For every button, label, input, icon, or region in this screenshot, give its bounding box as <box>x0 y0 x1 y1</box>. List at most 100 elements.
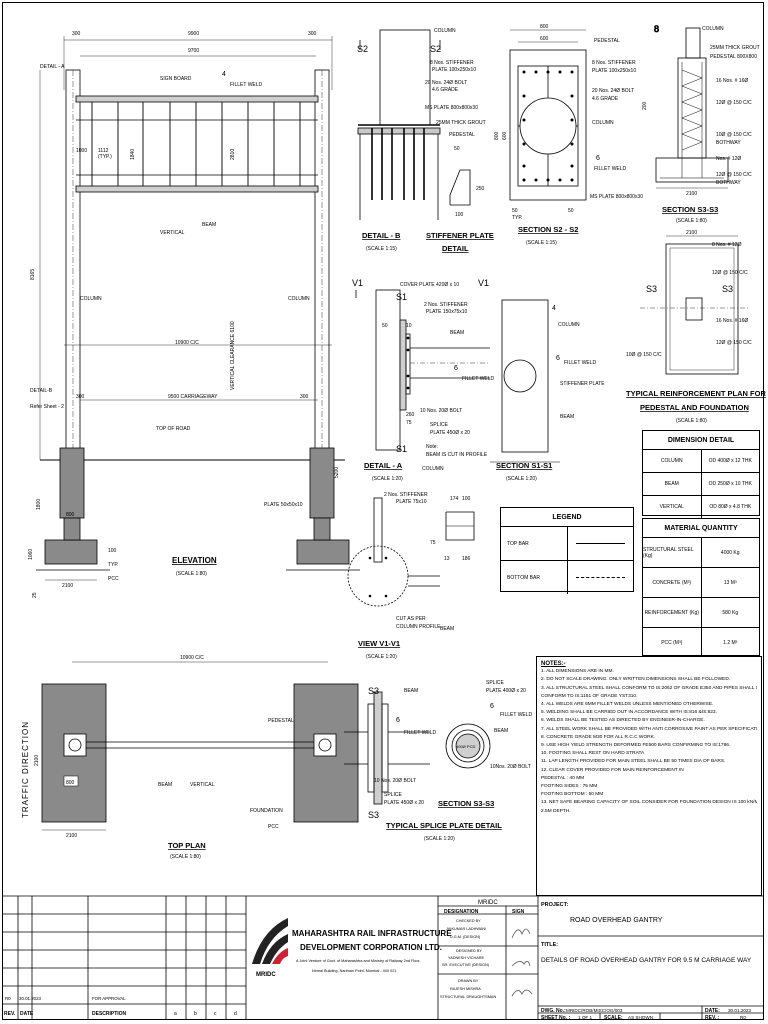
label-bolt: 20 Nos. 24Ø BOLT <box>592 88 634 94</box>
label-fillet: FILLET WELD <box>594 166 627 172</box>
rev-hdr-desc: DESCRIPTION <box>92 1011 127 1017</box>
section-s1-scale: (SCALE 1:20) <box>506 476 537 482</box>
label-s3-bolt: 10Nos. 20Ø BOLT <box>490 764 531 770</box>
table-row: REINFORCEMENT (Kg)580 Kg <box>643 598 759 628</box>
label-stiffener-2: PLATE 100x250x10 <box>592 68 636 74</box>
label-ms-plate: MS PLATE 800x800x30 <box>425 105 478 111</box>
note-item: 5. WELDING SHALL BE CARRIED OUT IN ACCOR… <box>541 710 717 716</box>
label-s3-a: S3 <box>368 686 379 696</box>
top-plan-title: TOP PLAN <box>168 841 206 850</box>
elevation-view <box>36 36 360 581</box>
label-pcc: PCC <box>268 824 279 830</box>
label-fillet: FILLET WELD <box>462 376 495 382</box>
legend-top-line <box>568 527 633 560</box>
dim-1800: 1800 <box>36 499 42 510</box>
dim-vertical-clearance: VERTICAL CLEARANCE 6100 <box>230 321 236 390</box>
title-name: DETAILS OF ROAD OVERHEAD GANTRY FOR 9.5 … <box>541 957 752 964</box>
top-plan-scale: (SCALE 1:80) <box>170 854 201 860</box>
label-v1-b: V1 <box>478 278 489 288</box>
mq-cell: 13 M³ <box>723 579 737 586</box>
signature-3 <box>511 989 533 997</box>
dim-300-right: 300 <box>308 31 317 37</box>
logo-text: MRIDC <box>256 972 276 978</box>
table-row: CONCRETE (M³)13 M³ <box>643 568 759 598</box>
dim-cell: OD 250Ø x 10 THK <box>708 481 752 487</box>
org-line-3: A Joint Venture of Govt. of Maharashtra … <box>296 959 421 963</box>
label-pcc: PCC <box>108 576 119 582</box>
dim-1112: 1112 <box>98 148 109 154</box>
note-item: 11. LAP LENGTH PROVIDED FOR MAIN STEEL S… <box>541 759 726 765</box>
label-stiffener: STIFFENER PLATE <box>560 381 605 387</box>
label-bolt-2: 4.6 GRADE <box>592 96 619 102</box>
label-pedestal: PEDESTAL <box>449 132 475 138</box>
note-item: 3. ALL STRUCTURAL STEEL SHALL CONFORM TO… <box>541 685 757 691</box>
dim-250: 250 <box>476 186 485 192</box>
label-cover: COVER PLATE 420Ø x 10 <box>400 282 459 288</box>
legend-bottom-line <box>568 561 633 594</box>
dim-800: 800 <box>66 780 75 786</box>
label-bothway-2: BOTHWAY <box>716 180 741 186</box>
sheet-label: SHEET No. : <box>541 1015 571 1021</box>
dim-9900: 9900 <box>188 31 199 37</box>
designed-name: YADNESH VICHARE <box>448 956 484 960</box>
legend-table: LEGEND TOP BAR BOTTOM BAR <box>500 507 634 594</box>
note-item: 7. ALL STEEL WORK SHALL BE PROVIDED WITH… <box>541 726 757 732</box>
dim-50-b: 50 <box>568 208 574 214</box>
label-bar-12n: Nos. # 12Ø <box>716 156 741 162</box>
label-refer-sheet: Refer Sheet - 2 <box>30 404 64 410</box>
signature-2 <box>511 961 531 967</box>
dim-75: 75 <box>406 420 412 426</box>
label-column: COLUMN <box>592 120 614 126</box>
dim-800-v: 800 <box>494 131 500 140</box>
mq-cell: 1.2 M³ <box>723 639 738 646</box>
label-bar-16: 16 Nos. # 16Ø <box>716 318 748 324</box>
label-splice-2: PLATE 450Ø x 20 <box>384 800 424 806</box>
drawn-by: DRAWN BY <box>458 979 479 983</box>
material-quantity-table: MATERIAL QUANTITY STRUCTURAL STEEL (Kg)4… <box>642 518 760 657</box>
label-typ: TYP. <box>512 215 522 221</box>
section-s1-view <box>490 299 560 463</box>
elevation-text: 300 9900 300 9700 DETAIL - A SIGN BOARD … <box>28 31 340 598</box>
title-block-grid <box>2 895 764 1020</box>
section-s1-title: SECTION S1-S1 <box>496 461 552 470</box>
label-splice: SPLICE <box>384 792 402 798</box>
dim-800: 800 <box>540 24 549 30</box>
view-v1-text: 2 Nos. STIFFENER PLATE 75x10 CUT AS PER … <box>358 492 471 660</box>
detail-b-scale: (SCALE 1:15) <box>366 246 397 252</box>
traffic-direction: TRAFFIC DIRECTION <box>21 721 30 818</box>
checked-role: D.G.M. (DESIGN) <box>450 935 481 939</box>
dim-10900: 10900 C/C <box>175 340 199 346</box>
label-stiffener-2: PLATE 100x250x10 <box>432 67 476 73</box>
note-item: 12. CLEAR COVER PROVIDED FOR MAIN REINFO… <box>541 767 684 773</box>
label-column: COLUMN <box>422 466 444 472</box>
notes-panel: NOTES:- 1. ALL DIMENSIONS ARE IN MM.2. D… <box>536 656 762 896</box>
label-column-left: COLUMN <box>80 296 102 302</box>
rev-hdr-d: d <box>234 1011 237 1017</box>
mq-cell: 580 Kg <box>722 609 739 616</box>
dim-300-left: 300 <box>72 31 81 37</box>
dim-100: 100 <box>455 212 464 218</box>
org-line-4: Nirmal Building, Nariman Point, Mumbai -… <box>312 969 396 973</box>
top-plan-text: 10900 C/C TRAFFIC DIRECTION PEDESTAL BEA… <box>21 655 294 860</box>
drawn-role: STRUCTURAL DRAUGHTSMAN <box>440 995 496 999</box>
section-s3b-title: SECTION S3-S3 <box>438 799 494 808</box>
mq-cell: PCC (M³) <box>643 628 702 657</box>
label-weld-4: 4 <box>222 71 226 78</box>
dimension-title: DIMENSION DETAIL <box>643 431 759 450</box>
detail-b-text: S2 S2 COLUMN 8 Nos. STIFFENER PLATE 100x… <box>357 28 494 253</box>
dim-2100: 2100 <box>686 191 697 197</box>
view-v1-view <box>347 497 475 607</box>
dim-typ2: TYP. <box>108 562 118 568</box>
dim-2100: 2100 <box>66 833 77 839</box>
sheet-value: 1 OF 1 <box>578 1015 592 1020</box>
note-item: 10. FOOTING SHALL REST ON HARD STRATA <box>541 751 645 757</box>
label-stiffener: 2 Nos. STIFFENER <box>424 302 468 308</box>
reinforcement-title-2: PEDESTAL AND FOUNDATION <box>640 403 749 412</box>
detail-a-text: V1 V1 COVER PLATE 420Ø x 10 2 Nos. STIFF… <box>352 278 495 482</box>
drawn-name: RAJESH MISHRA <box>450 987 481 991</box>
designed-by: DESIGNED BY <box>456 949 482 953</box>
label-s3-beam: BEAM <box>494 728 508 734</box>
label-cut-2: COLUMN PROFILE <box>396 624 441 630</box>
dim-2810: 2810 <box>230 149 236 160</box>
label-weld-6: 6 <box>396 717 400 724</box>
